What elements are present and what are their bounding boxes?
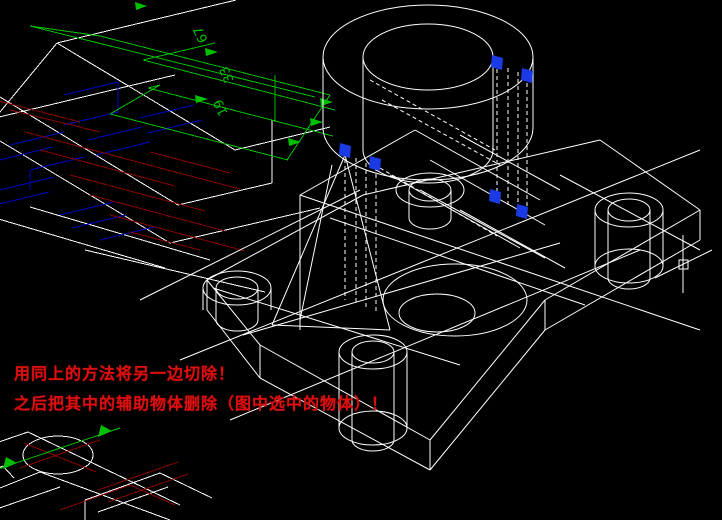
bolt-hole-front-bottom <box>338 334 408 452</box>
grip-point[interactable] <box>491 55 503 70</box>
bolt-hole-right <box>594 192 664 290</box>
central-hole <box>382 263 528 337</box>
grip-point[interactable] <box>339 143 351 158</box>
isometric-model[interactable] <box>139 4 701 471</box>
top-left-detail-view <box>0 0 336 293</box>
crosshair-pickbox-cursor[interactable] <box>654 235 713 293</box>
grip-point[interactable] <box>369 156 381 171</box>
grip-point[interactable] <box>489 189 501 204</box>
construction-lines <box>139 149 701 421</box>
bottom-left-detail-view <box>0 425 213 520</box>
base-plate <box>206 139 701 471</box>
bolt-hole-back-centre <box>395 172 465 230</box>
grip-point[interactable] <box>516 204 528 219</box>
grip-point[interactable] <box>521 68 533 83</box>
bore-hidden-lines <box>344 62 528 312</box>
grip-handles[interactable] <box>339 55 533 219</box>
top-boss-cylinder <box>322 4 534 184</box>
body-and-rib <box>271 129 566 331</box>
bolt-hole-front-left <box>202 270 272 332</box>
